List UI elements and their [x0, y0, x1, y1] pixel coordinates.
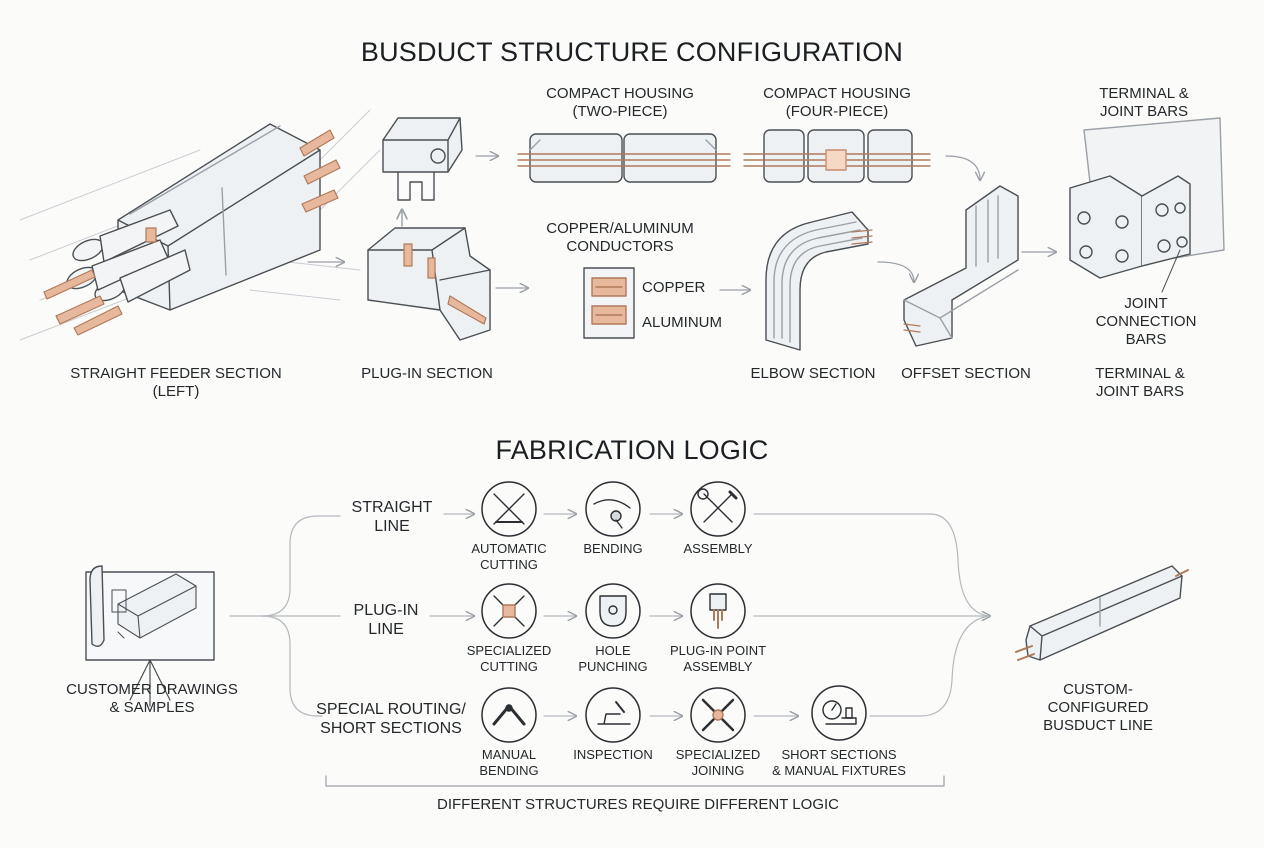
drawings-board-illustration: [85, 565, 215, 707]
output-busduct-illustration: [1015, 565, 1189, 661]
label-terminal-top: TERMINAL & JOINT BARS: [1099, 85, 1189, 120]
label-aluminum: ALUMINUM: [642, 314, 723, 331]
step-specialized-cutting: SPECIALIZED CUTTING: [466, 643, 552, 674]
inspection-icon: [597, 701, 631, 725]
step-short-sections: SHORT SECTIONS & MANUAL FIXTURES: [772, 747, 906, 778]
compact-two-illustration: [517, 133, 731, 183]
compact-four-illustration: [743, 129, 931, 183]
bending-tool-icon: [593, 499, 631, 529]
step-assembly: ASSEMBLY: [683, 541, 753, 556]
step-automatic-cutting: AUTOMATIC CUTTING: [471, 541, 547, 572]
specialized-cutter-icon: [493, 595, 525, 627]
step-manual-bending: MANUAL BENDING: [479, 747, 539, 778]
label-customer-drawings: CUSTOMER DRAWINGS & SAMPLES: [66, 681, 238, 716]
offset-illustration: [903, 185, 1019, 347]
label-copper: COPPER: [642, 279, 706, 296]
label-compact-four: COMPACT HOUSING (FOUR-PIECE): [763, 85, 911, 120]
elbow-illustration: [765, 211, 873, 351]
gauge-fixture-icon: [822, 700, 857, 725]
label-custom-busduct-line: CUSTOM-CONFIGURED BUSDUCT LINE: [1043, 681, 1153, 734]
plug-in-point-icon: [709, 593, 727, 629]
terminal-joint-illustration: [1069, 117, 1225, 279]
step-bending: BENDING: [583, 541, 643, 556]
step-inspection: INSPECTION: [573, 747, 653, 762]
label-elbow-section: ELBOW SECTION: [750, 365, 876, 382]
label-offset-section: OFFSET SECTION: [901, 365, 1031, 382]
wrench-screwdriver-icon: [697, 488, 738, 523]
line-name-plug-in: PLUG-IN LINE: [353, 602, 419, 638]
hole-punch-icon: [599, 595, 627, 627]
joining-icon: [701, 698, 735, 732]
structure-title: BUSDUCT STRUCTURE CONFIGURATION: [360, 37, 904, 67]
step-hole-punching: HOLE PUNCHING: [578, 643, 648, 674]
line-name-straight: STRAIGHT LINE: [351, 499, 433, 535]
step-specialized-joining: SPECIALIZED JOINING: [675, 747, 761, 778]
step-plug-in-point-assembly: PLUG-IN POINT ASSEMBLY: [669, 643, 767, 674]
footer-note: DIFFERENT STRUCTURES REQUIRE DIFFERENT L…: [437, 796, 839, 813]
label-conductors: COPPER/ALUMINUM CONDUCTORS: [546, 220, 694, 255]
label-plug-in-section: PLUG-IN SECTION: [361, 365, 493, 382]
fabrication-title: FABRICATION LOGIC: [495, 435, 769, 465]
label-straight-feeder: STRAIGHT FEEDER SECTION (LEFT): [70, 365, 282, 400]
straight-feeder-illustration: [19, 109, 381, 341]
cutting-blades-icon: [493, 493, 525, 525]
label-terminal-bottom: TERMINAL & JOINT BARS: [1095, 365, 1185, 400]
manual-bend-icon: [492, 704, 526, 726]
line-name-special-routing: SPECIAL ROUTING/ SHORT SECTIONS: [316, 701, 466, 737]
conductor-swatch: [583, 267, 635, 339]
label-joint-connection: JOINT CONNECTION BARS: [1095, 295, 1197, 348]
label-compact-two: COMPACT HOUSING (TWO-PIECE): [546, 85, 694, 120]
plug-in-illustration: [367, 117, 491, 341]
